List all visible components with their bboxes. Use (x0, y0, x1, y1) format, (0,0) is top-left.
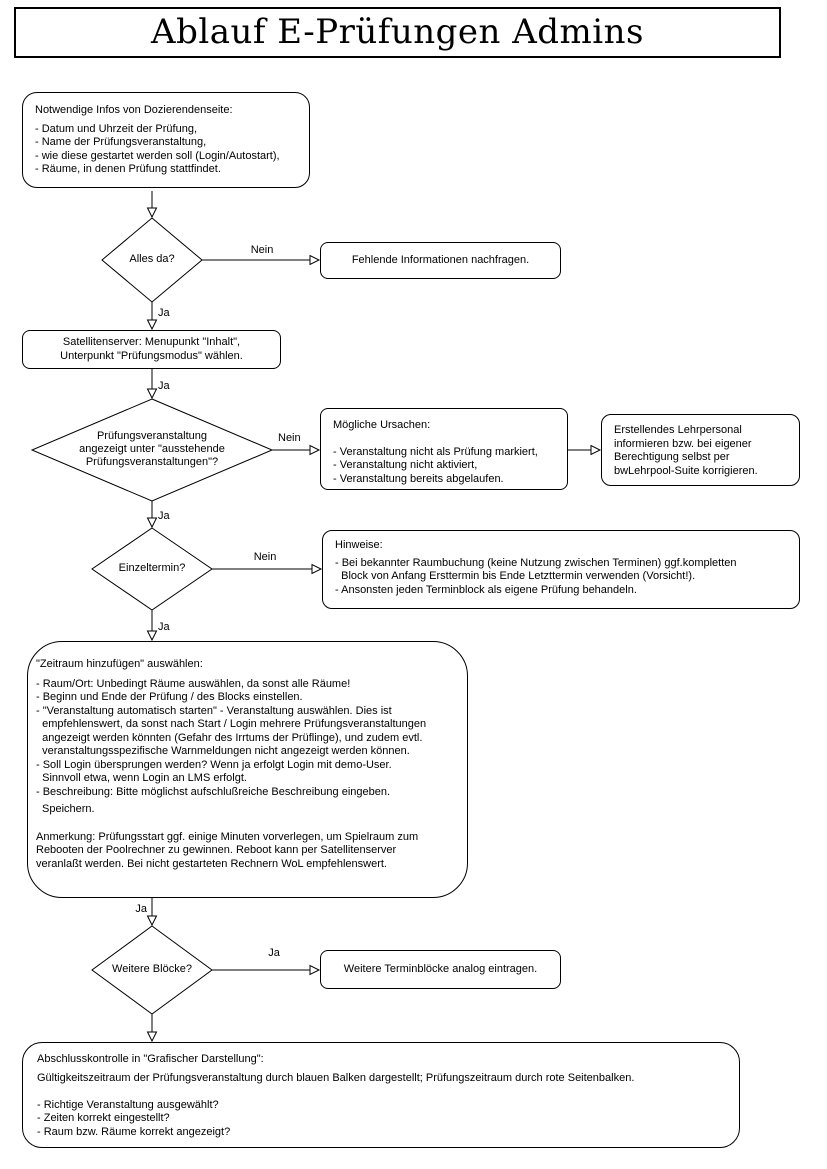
node-title: Hinweise: (335, 539, 383, 551)
node-title: Mögliche Ursachen: (333, 419, 431, 431)
node-weitere-terminbloecke: Weitere Terminblöcke analog eintragen. (320, 950, 561, 989)
node-moegliche-ursachen: Mögliche Ursachen: - Veranstaltung nicht… (320, 408, 568, 490)
connector-angezeigt-to-ursachen (272, 444, 321, 456)
edge-label-nein-alles-da: Nein (250, 244, 274, 256)
connector-angezeigt-to-einzeltermin (146, 501, 158, 529)
node-hinweise: Hinweise: - Bei bekannter Raumbuchung (k… (322, 530, 800, 609)
decision-angezeigt-label: Prüfungsveranstaltung angezeigt unter "a… (79, 430, 225, 468)
edge-label-ja-einzeltermin: Ja (158, 621, 170, 633)
node-body: - Bei bekannter Raumbuchung (keine Nutzu… (335, 556, 737, 596)
node-body: - Datum und Uhrzeit der Prüfung, - Name … (35, 122, 280, 176)
node-title: Abschlusskontrolle in "Grafischer Darste… (37, 1053, 264, 1065)
node-label: Fehlende Informationen nachfragen. (351, 253, 530, 266)
edge-label-ja-weitere-bloecke: Ja (268, 947, 280, 959)
node-title: "Zeitraum hinzufügen" auswählen: (36, 658, 203, 670)
node-body: Gültigkeitszeitraum der Prüfungsveransta… (37, 1071, 635, 1138)
connector-einzeltermin-to-zeitraum (146, 610, 158, 642)
connector-info-to-alles-da (146, 191, 158, 219)
node-body: - Raum/Ort: Unbedingt Räume auswählen, d… (36, 677, 427, 798)
node-label: Weitere Terminblöcke analog eintragen. (343, 962, 538, 975)
node-body: - Veranstaltung nicht als Prüfung markie… (333, 445, 538, 485)
decision-alles-da-label: Alles da? (129, 253, 175, 265)
edge-label-ja-zeitraum: Ja (135, 903, 147, 915)
edge-label-ja-angezeigt: Ja (158, 510, 170, 522)
node-note: Anmerkung: Prüfungsstart ggf. einige Min… (36, 830, 419, 870)
connector-alles-da-to-satellit (146, 302, 158, 331)
node-zeitraum-hinzufuegen: "Zeitraum hinzufügen" auswählen: - Raum/… (27, 641, 468, 898)
edge-label-nein-einzeltermin: Nein (253, 551, 277, 563)
node-lehrpersonal-informieren: Erstellendes Lehrpersonal informieren bz… (601, 414, 800, 486)
connector-alles-da-to-fehlende (202, 254, 321, 266)
decision-weitere-bloecke-label: Weitere Blöcke? (112, 963, 192, 975)
node-label: Satellitenserver: Menupunkt "Inhalt", Un… (60, 336, 243, 362)
node-save-line: Speichern. (42, 803, 95, 815)
decision-einzeltermin-label: Einzeltermin? (118, 562, 186, 574)
connector-zeitraum-to-weitere-bloecke (146, 898, 158, 927)
connector-satellit-to-angezeigt (146, 369, 158, 400)
edge-label-ja-satellit: Ja (158, 380, 170, 392)
edge-label-nein-angezeigt: Nein (278, 432, 301, 444)
connector-weitere-bloecke-to-abschluss (146, 1014, 158, 1043)
node-abschlusskontrolle: Abschlusskontrolle in "Grafischer Darste… (22, 1042, 740, 1148)
edge-label-ja-alles-da: Ja (158, 307, 170, 319)
page-title: Ablauf E-Prüfungen Admins (151, 11, 644, 52)
connector-einzeltermin-to-hinweise (212, 563, 323, 575)
connector-ursachen-to-lehrpersonal (568, 444, 602, 456)
node-title: Notwendige Infos von Dozierendenseite: (35, 104, 233, 116)
node-fehlende-informationen: Fehlende Informationen nachfragen. (320, 242, 561, 279)
node-label: Erstellendes Lehrpersonal informieren bz… (614, 424, 758, 477)
title-box: Ablauf E-Prüfungen Admins (14, 7, 781, 58)
node-notwendige-infos: Notwendige Infos von Dozierendenseite: -… (22, 92, 310, 188)
connector-weitere-bloecke-to-terminbloecke (212, 964, 321, 976)
node-satellitenserver: Satellitenserver: Menupunkt "Inhalt", Un… (22, 330, 281, 369)
